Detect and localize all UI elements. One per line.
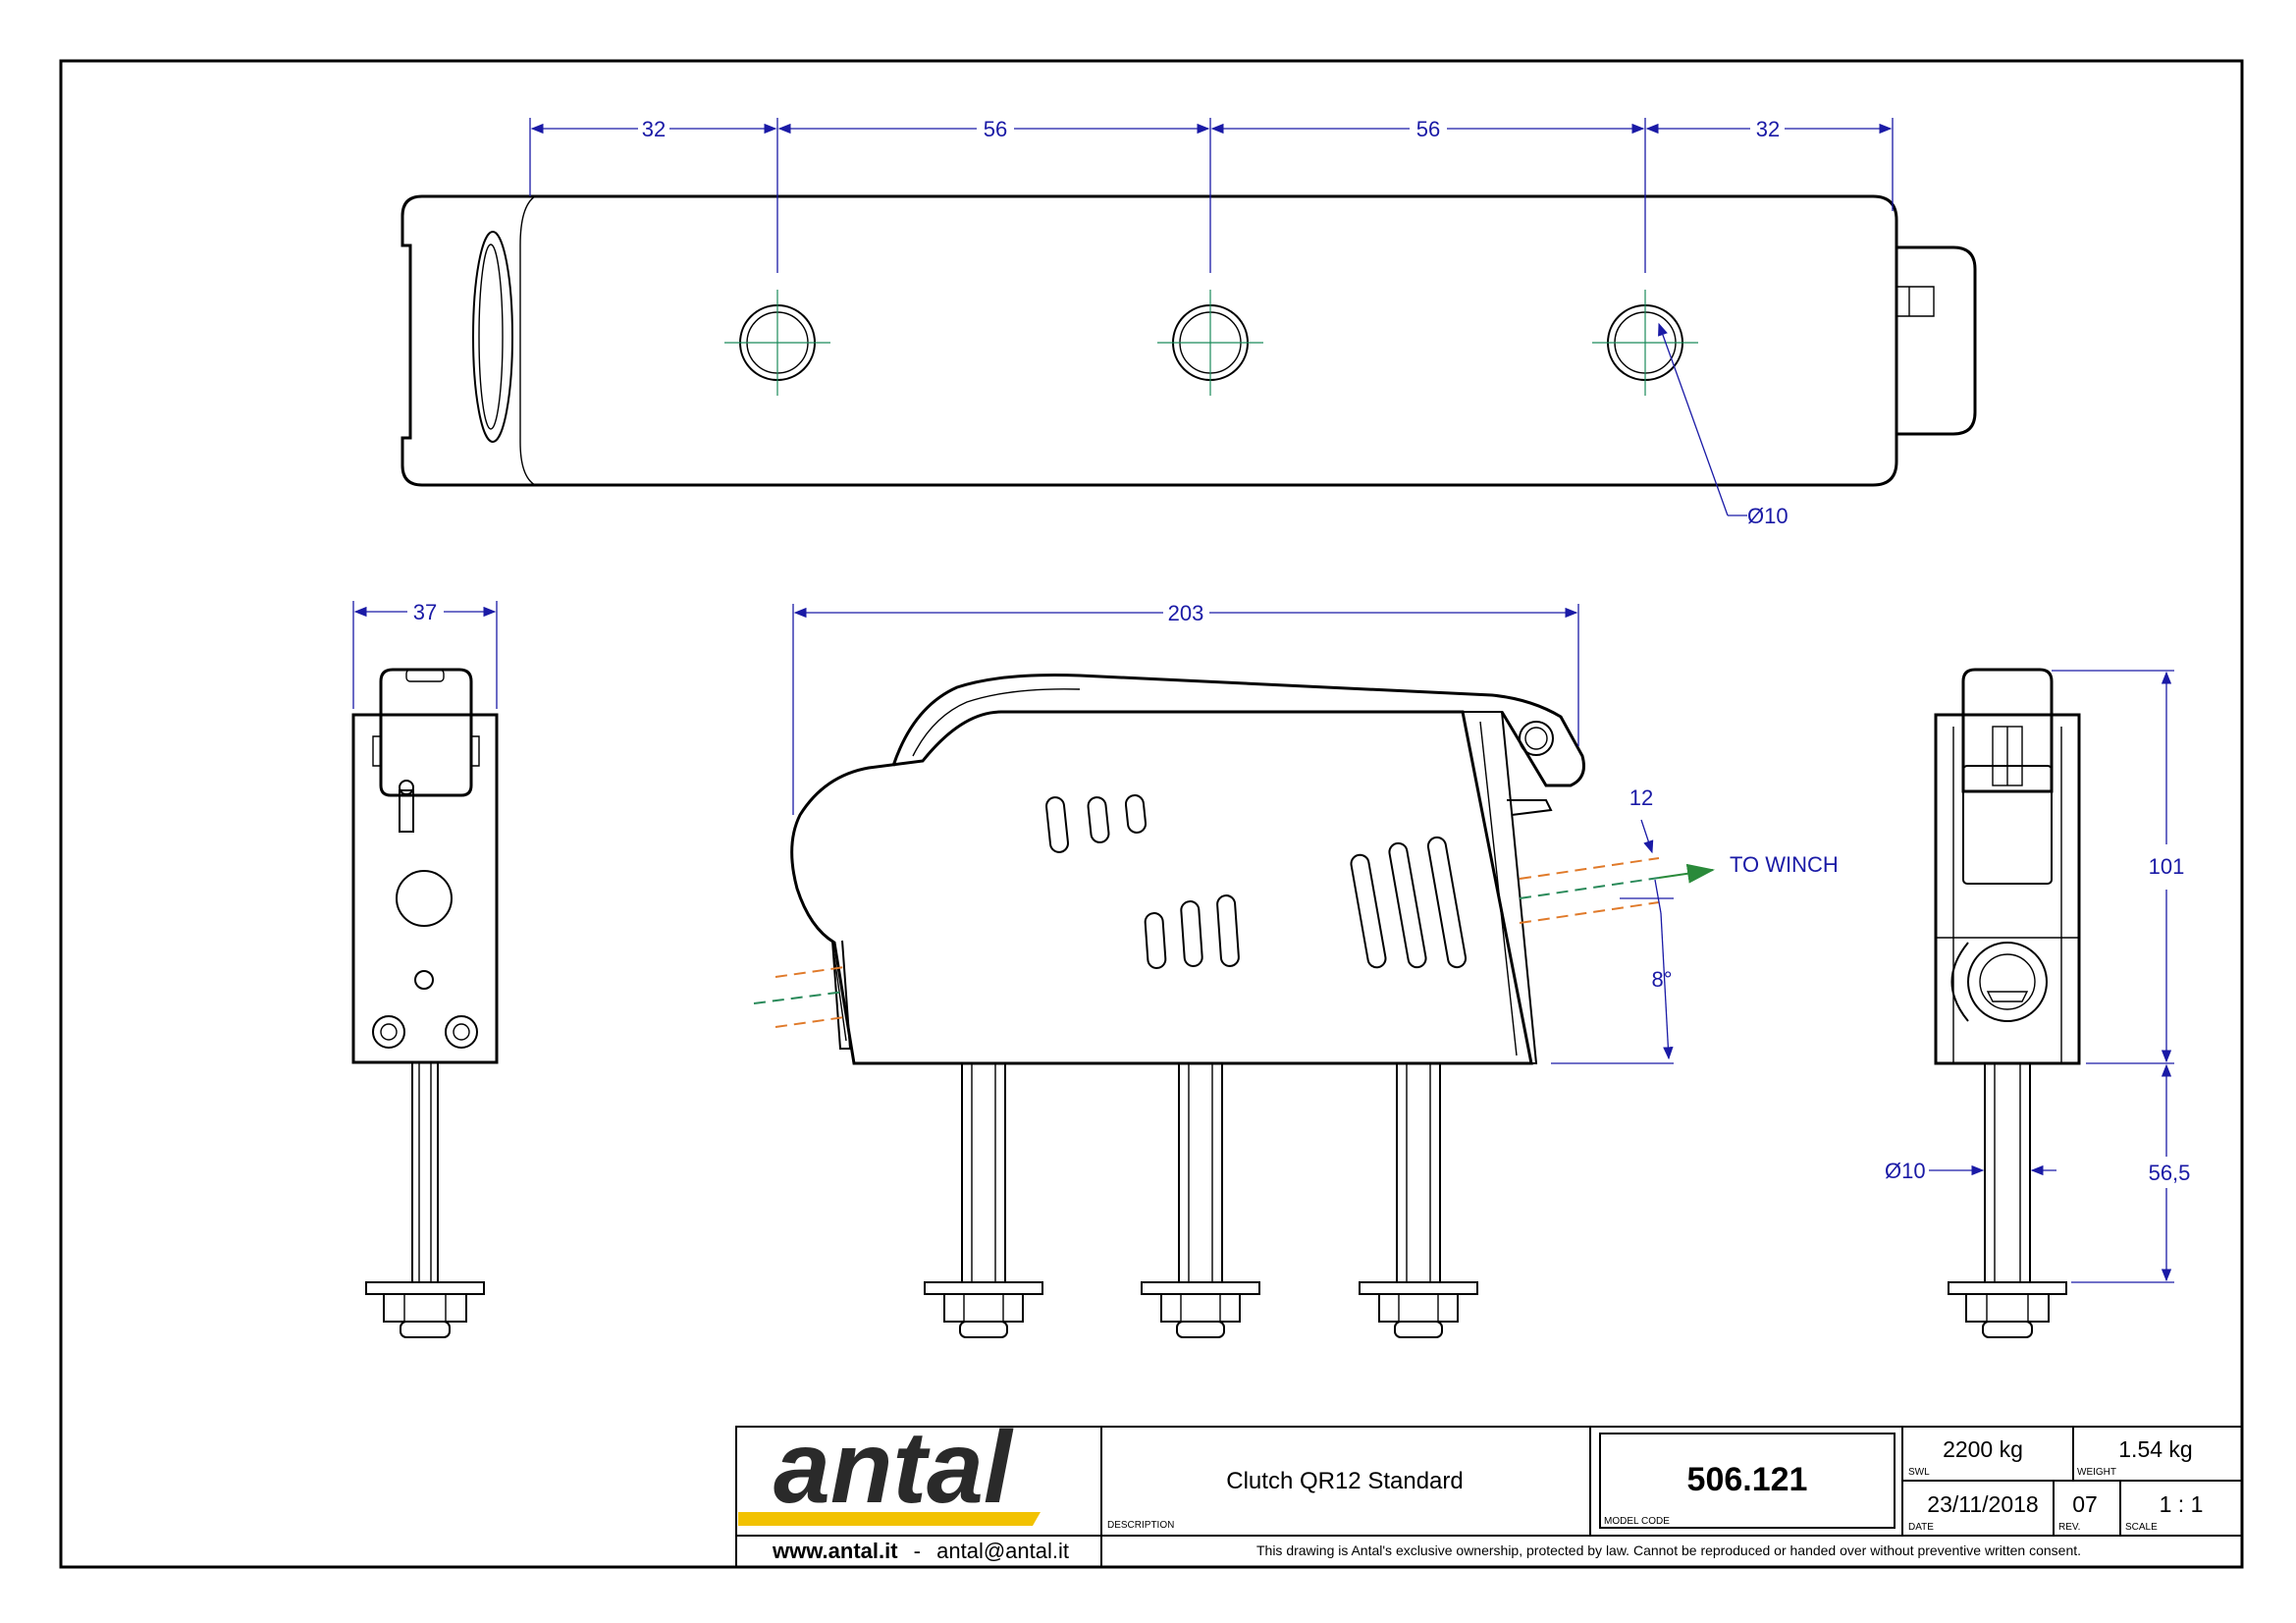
date-label: DATE	[1908, 1522, 1934, 1533]
description-value: Clutch QR12 Standard	[1226, 1468, 1463, 1494]
dim-bolt-diameter: Ø10	[1885, 1159, 1926, 1183]
ownership-note: This drawing is Antal's exclusive owners…	[1256, 1542, 2081, 1558]
antal-logo: antal	[738, 1411, 1041, 1526]
top-hole-2	[1157, 290, 1263, 396]
left-side-view: 37	[351, 600, 499, 1338]
dim-top-56-right: 56	[1416, 117, 1440, 141]
contact-separator: -	[914, 1539, 921, 1563]
dim-top-56-left: 56	[984, 117, 1007, 141]
front-bolt-3	[1359, 1062, 1478, 1338]
dim-top-32-left: 32	[642, 117, 666, 141]
model-code-value: 506.121	[1687, 1461, 1808, 1498]
dim-angle-8: 8°	[1651, 967, 1672, 992]
description-label: DESCRIPTION	[1107, 1520, 1174, 1531]
top-hole-1	[724, 290, 830, 396]
dim-height-101: 101	[2149, 854, 2185, 879]
weight-label: WEIGHT	[2077, 1467, 2116, 1478]
scale-label: SCALE	[2125, 1522, 2158, 1533]
rev-value: 07	[2072, 1491, 2098, 1517]
to-winch-label: TO WINCH	[1730, 852, 1839, 877]
logo-text: antal	[774, 1411, 1014, 1525]
dim-bolt-length: 56,5	[2149, 1161, 2191, 1185]
dim-top-hole-diameter: Ø10	[1747, 504, 1789, 528]
scale-value: 1 : 1	[2160, 1491, 2204, 1517]
weight-value: 1.54 kg	[2118, 1436, 2192, 1462]
date-value: 23/11/2018	[1927, 1491, 2038, 1517]
front-bolt-1	[924, 1062, 1043, 1338]
top-hole-3	[1592, 290, 1698, 396]
svg-text:www.antal.it - ant: www.antal.it - antal@antal.it	[772, 1539, 1069, 1563]
website-link[interactable]: www.antal.it	[772, 1539, 898, 1563]
top-view: 32 56 56 32 Ø10	[400, 117, 1977, 528]
dim-width-37: 37	[413, 600, 437, 624]
dim-length-203: 203	[1168, 601, 1204, 625]
swl-value: 2200 kg	[1943, 1436, 2023, 1462]
model-code-label: MODEL CODE	[1604, 1516, 1670, 1527]
dim-top-32-right: 32	[1756, 117, 1780, 141]
title-block: antal www.antal.it - antal@antal.it Clut…	[735, 1411, 2243, 1568]
front-view: TO WINCH 12 8° 203	[753, 601, 1839, 1338]
rev-label: REV.	[2058, 1522, 2080, 1533]
dim-offset-12: 12	[1629, 785, 1653, 810]
right-side-view: 101 56,5 Ø10	[1885, 668, 2191, 1338]
email-link[interactable]: antal@antal.it	[936, 1539, 1069, 1563]
swl-label: SWL	[1908, 1467, 1930, 1478]
front-bolt-2	[1141, 1062, 1260, 1338]
